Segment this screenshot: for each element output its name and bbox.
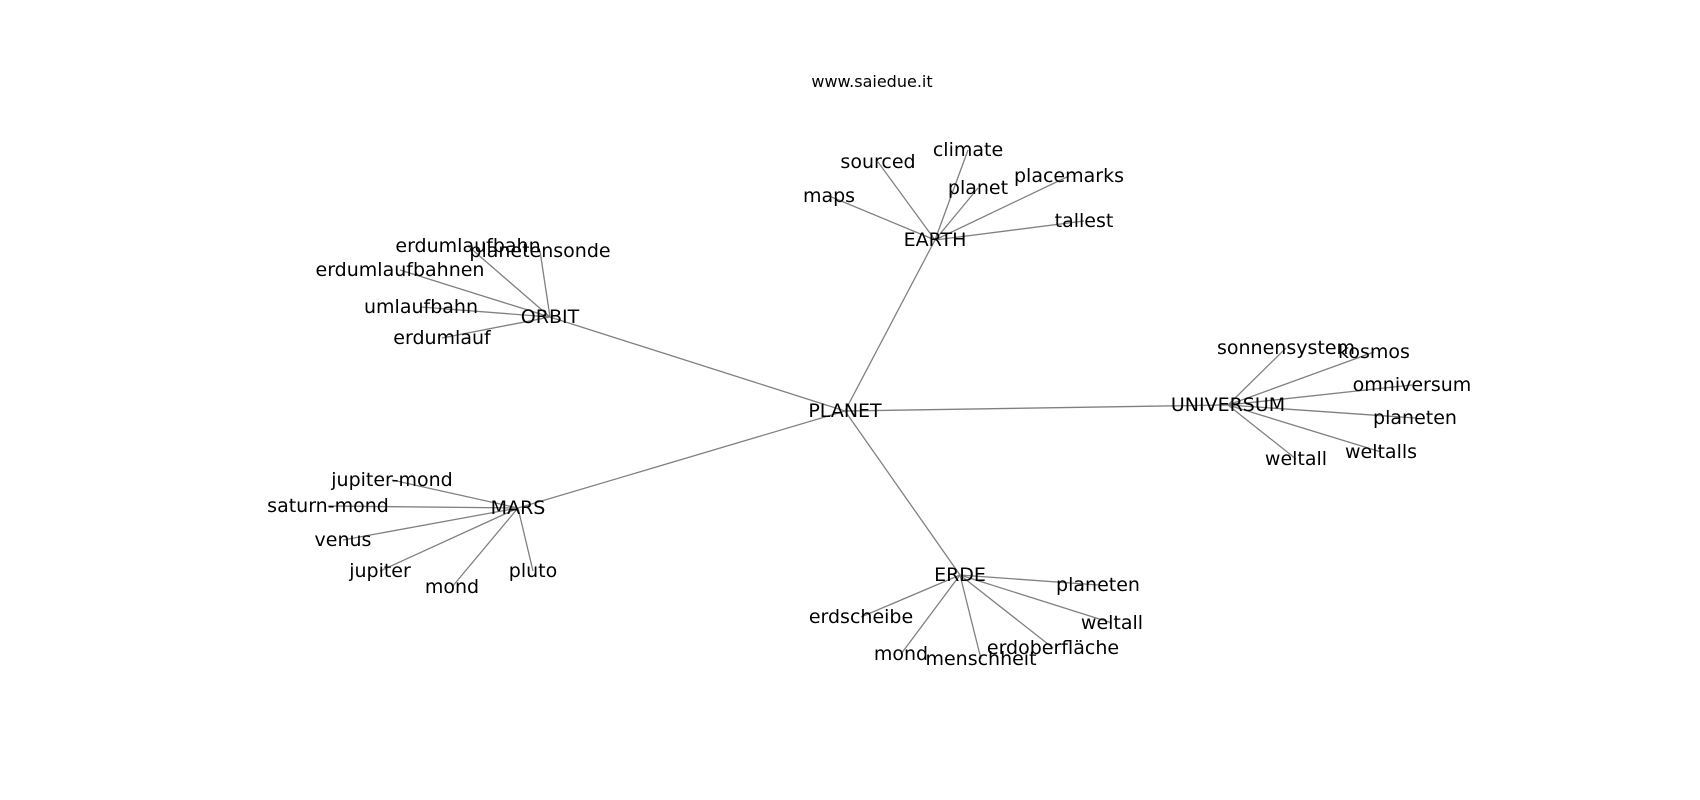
edge-mars-leaf [451, 507, 519, 588]
leaf-node-label: sonnensystem [1217, 337, 1355, 359]
leaf-node-label: menschheit [925, 648, 1036, 670]
edge-universum-leaf [1227, 404, 1382, 453]
leaf-node-label: placemarks [1014, 165, 1124, 187]
hub-node-mars: MARS [491, 497, 546, 519]
edge-universum-leaf [1227, 351, 1375, 406]
leaf-node-label: planetensonde [469, 240, 610, 262]
hub-node-earth: EARTH [904, 229, 967, 251]
edge-universum-leaf [1227, 347, 1287, 406]
leaf-node-label: jupiter [348, 560, 411, 582]
edge-orbit-leaf [539, 250, 551, 318]
leaf-node-label: planeten [1373, 407, 1457, 429]
edge-planet-earth [844, 239, 936, 412]
edge-universum-leaf [1227, 404, 1297, 460]
edge-erde-leaf [959, 574, 1113, 624]
leaf-node-label: erdumlaufbahnen [316, 259, 485, 281]
leaf-node-label: tallest [1055, 210, 1114, 232]
edge-planet-universum [844, 404, 1229, 412]
site-title: www.saiedue.it [811, 72, 932, 91]
leaf-node-label: maps [803, 185, 855, 207]
leaf-node-label: kosmos [1338, 341, 1410, 363]
leaf-node-label: pluto [509, 560, 557, 582]
leaf-node-label: mond [874, 643, 928, 665]
edge-orbit-leaf [441, 316, 551, 339]
leaf-node-label: erdscheibe [809, 606, 913, 628]
leaf-node-label: erdumlaufbahn [395, 235, 540, 257]
edge-erde-leaf [959, 574, 1099, 586]
leaf-node-label: saturn-mond [267, 495, 389, 517]
graph-nodes: PLANET EARTH sourced climate maps planet place… [267, 139, 1471, 670]
leaf-node-label: jupiter-mond [330, 469, 453, 491]
edge-planet-mars [517, 410, 846, 509]
hub-node-universum: UNIVERSUM [1171, 394, 1285, 416]
edge-earth-leaf [934, 187, 979, 241]
edge-mars-leaf [342, 507, 519, 541]
edge-mars-leaf [391, 479, 519, 509]
leaf-node-label: venus [315, 529, 372, 551]
edge-planet-orbit [549, 316, 846, 412]
edge-mars-leaf [379, 507, 519, 572]
leaf-node-label: planeten [1056, 574, 1140, 596]
leaf-node-label: weltalls [1345, 441, 1417, 463]
edge-universum-leaf [1227, 404, 1416, 419]
leaf-node-label: climate [933, 139, 1003, 161]
leaf-node-label: sourced [840, 151, 915, 173]
leaf-node-label: planet [948, 177, 1008, 199]
edge-orbit-leaf [467, 245, 551, 318]
leaf-node-label: weltall [1081, 612, 1143, 634]
leaf-node-label: erdumlauf [393, 327, 492, 349]
leaf-node-label: erdoberfläche [987, 637, 1119, 659]
hub-node-erde: ERDE [934, 564, 986, 586]
edge-earth-leaf [934, 220, 1085, 241]
edge-earth-leaf [934, 175, 1070, 241]
edge-orbit-leaf [420, 306, 551, 318]
edge-mars-leaf [327, 505, 519, 509]
edge-earth-leaf [877, 161, 936, 241]
edge-planet-erde [844, 410, 961, 576]
edge-earth-leaf [828, 195, 936, 241]
edge-orbit-leaf [399, 269, 551, 318]
center-node-label: PLANET [808, 400, 882, 422]
leaf-node-label: weltall [1265, 448, 1327, 470]
hub-node-orbit: ORBIT [521, 306, 580, 328]
edge-mars-leaf [517, 507, 534, 572]
edge-universum-leaf [1227, 384, 1413, 406]
edge-erde-leaf [959, 574, 1054, 649]
edge-erde-leaf [959, 574, 982, 660]
graph-edges [327, 149, 1416, 660]
edge-erde-leaf [900, 574, 961, 655]
edge-earth-leaf [934, 149, 969, 241]
leaf-node-label: umlaufbahn [364, 296, 478, 318]
leaf-node-label: mond [425, 576, 479, 598]
leaf-node-label: omniversum [1353, 374, 1472, 396]
edge-erde-leaf [860, 574, 961, 618]
